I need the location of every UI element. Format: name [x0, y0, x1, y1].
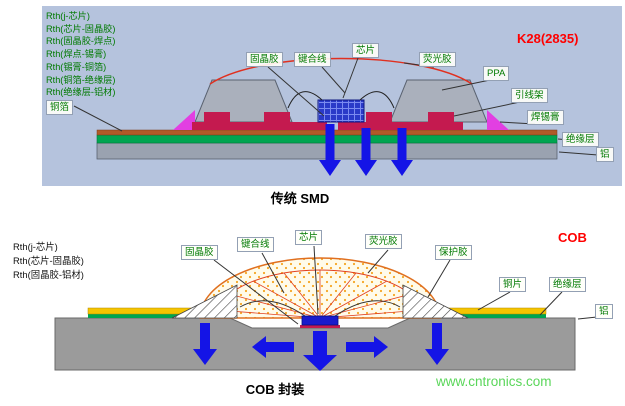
smd-lead-leg	[204, 112, 230, 122]
smd-solder-fillet-left	[173, 110, 195, 130]
cob-insulation-left	[88, 314, 230, 318]
smd-rth-list: Rth(j-芯片) Rth(芯片-固晶胶) Rth(固晶胶-焊点) Rth(焊点…	[46, 10, 115, 99]
cob-leader-lines	[213, 245, 598, 325]
rth-label: Rth(芯片-固晶胶)	[46, 23, 116, 34]
smd-label-solder-paste: 焊锡膏	[527, 110, 564, 125]
rth-label: Rth(芯片-固晶胶)	[13, 255, 84, 266]
rth-label: Rth(固晶胶-焊点)	[46, 36, 116, 47]
smd-label-copper-foil: 铜箔	[46, 100, 74, 115]
cob-label-bond-wire: 键合线	[237, 237, 274, 252]
cob-cross-section-drawing	[54, 245, 598, 371]
cob-caption: COB 封装	[245, 382, 305, 397]
smd-bond-wire-right	[359, 91, 395, 109]
cob-rth-list: Rth(j-芯片) Rth(芯片-固晶胶) Rth(固晶胶-铝材)	[13, 240, 84, 282]
cob-label-chip: 芯片	[295, 230, 323, 245]
rth-label: Rth(j-芯片)	[46, 11, 90, 21]
cob-die-attach	[300, 325, 340, 328]
smd-label-die-attach: 固晶胶	[246, 52, 283, 67]
smd-label-ppa: PPA	[483, 66, 510, 81]
rth-label: Rth(j-芯片)	[13, 241, 58, 252]
smd-caption: 传统 SMD	[270, 191, 330, 206]
watermark: www.cntronics.com	[436, 374, 552, 389]
rth-label: Rth(焊点-锡膏)	[46, 49, 107, 60]
cob-bond-wire-right	[334, 300, 401, 317]
smd-leader-lines	[73, 57, 599, 156]
rth-label: Rth(绝缘层-铝材)	[46, 87, 116, 98]
smd-bond-wire-left	[287, 91, 323, 109]
smd-label-chip: 芯片	[352, 43, 380, 58]
smd-label-lead-frame: 引线架	[511, 88, 548, 103]
cob-label-die-attach: 固晶胶	[181, 245, 218, 260]
cob-bond-wire-left	[239, 300, 306, 317]
rth-label: Rth(锡膏-铜箔)	[46, 61, 107, 72]
cob-chip	[301, 315, 339, 326]
cob-label-insulation: 绝缘层	[549, 277, 586, 292]
cob-label-aluminum: 铝	[595, 304, 613, 319]
cob-heat-arrows	[193, 323, 449, 371]
smd-lead-frame-right	[338, 122, 463, 130]
rth-label: Rth(固晶胶-铝材)	[13, 269, 84, 280]
smd-lead-leg	[264, 112, 290, 122]
cob-protect-glue-right	[402, 284, 469, 319]
smd-cross-section-drawing	[73, 57, 599, 176]
cob-insulation-right	[410, 314, 546, 318]
smd-label-insulation: 绝缘层	[562, 132, 599, 147]
smd-label-aluminum: 铝	[596, 147, 614, 162]
smd-solder-fillet-right	[487, 110, 509, 130]
smd-chip	[317, 99, 365, 123]
cob-model-badge: COB	[558, 230, 587, 245]
smd-heat-arrows	[319, 124, 413, 176]
smd-phosphor-outline	[209, 57, 473, 85]
smd-lead-leg	[366, 112, 392, 122]
smd-lead-frame-left	[192, 122, 327, 130]
cob-protect-glue-left	[171, 284, 238, 319]
cob-label-protect-glue: 保护胶	[435, 245, 472, 260]
cob-label-copper-sheet: 铜片	[499, 277, 527, 292]
rth-label: Rth(铜箔-绝缘层)	[46, 74, 116, 85]
smd-model-badge: K28(2835)	[517, 31, 579, 46]
smd-lead-leg	[428, 112, 454, 122]
smd-label-bond-wire: 键合线	[294, 52, 331, 67]
cob-label-phosphor: 荧光胶	[365, 234, 402, 249]
smd-label-phosphor: 荧光胶	[419, 52, 456, 67]
